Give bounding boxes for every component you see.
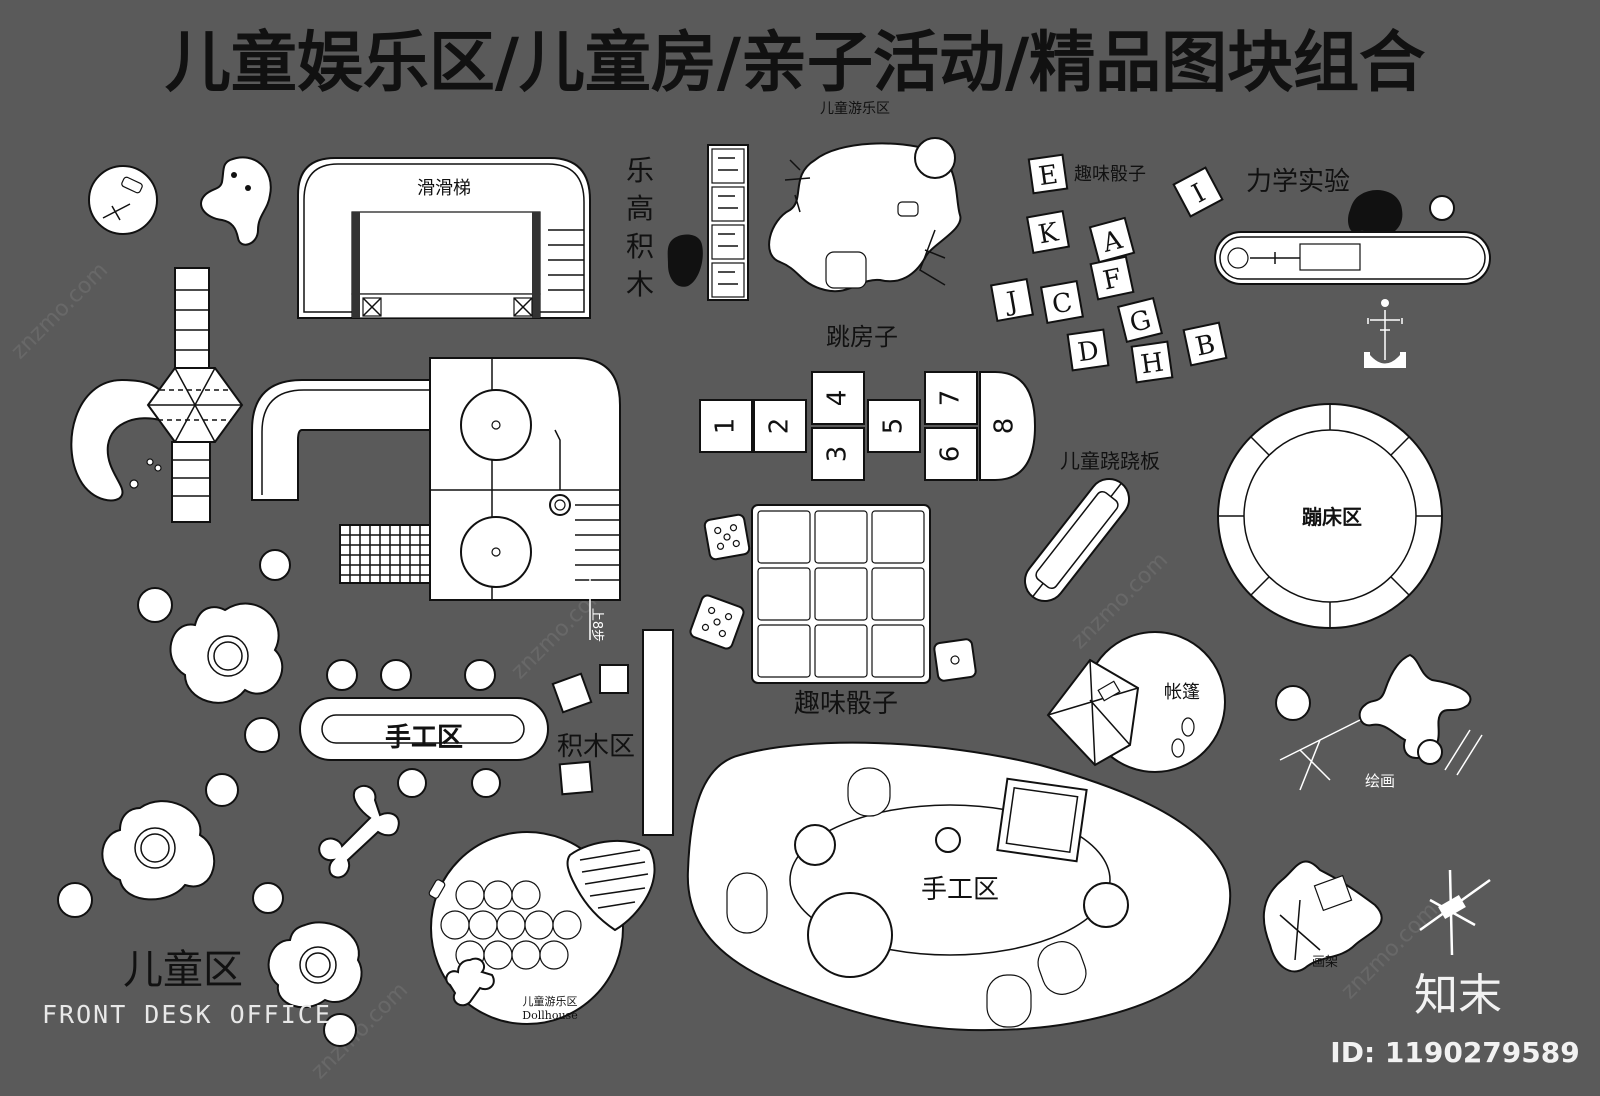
kids-zone-label: 儿童区 xyxy=(123,947,243,993)
hopscotch-number-4: 4 xyxy=(823,390,853,407)
painting-area: 绘画 xyxy=(1275,653,1483,791)
painting-label: 绘画 xyxy=(1365,772,1395,790)
blocks-area: 积木区 xyxy=(551,629,674,836)
easel: 画架 xyxy=(1262,860,1383,973)
hopscotch-number-8: 8 xyxy=(990,418,1020,435)
windmill-toy xyxy=(1419,869,1491,956)
letter-block-e: E xyxy=(1037,160,1060,192)
craft-large-label: 手工区 xyxy=(921,875,999,905)
craft-table-small: 手工区 xyxy=(299,659,549,798)
flower-table-1 xyxy=(137,549,291,753)
letter-block-h: H xyxy=(1139,348,1166,381)
dollhouse-en-label: Dollhouse xyxy=(522,1009,577,1022)
hex-tower-slide xyxy=(70,267,244,523)
bone-toy xyxy=(318,784,400,879)
fun-dice-bottom-label: 趣味骰子 xyxy=(794,689,898,719)
lego-label-3: 积 xyxy=(626,230,654,263)
lego-label-2: 高 xyxy=(626,192,654,225)
mechanics-experiment: 力学实验 xyxy=(1214,167,1491,285)
letter-block-f: F xyxy=(1100,263,1124,296)
trampoline-label: 蹦床区 xyxy=(1302,505,1362,529)
dollhouse: 儿童游乐区 Dollhouse xyxy=(428,831,656,1025)
easel-label: 画架 xyxy=(1312,955,1338,970)
stair-note: 上8步 xyxy=(589,608,604,642)
nine-grid-board: 趣味骰子 xyxy=(751,504,931,719)
tent-label: 帐篷 xyxy=(1164,682,1200,703)
trampoline: 蹦床区 xyxy=(1217,403,1443,629)
hopscotch: 跳房子 1 2 3 4 5 6 7 8 xyxy=(699,323,1037,481)
tricycle xyxy=(1364,299,1406,368)
front-desk-label: FRONT DESK OFFICE xyxy=(42,1000,332,1029)
seesaw-label: 儿童跷跷板 xyxy=(1060,449,1160,473)
image-id: ID: 1190279589 xyxy=(1330,1036,1579,1069)
watermark-text-1: znzmo.com xyxy=(7,258,113,364)
letter-block-d: D xyxy=(1076,336,1101,369)
flower-table-3 xyxy=(267,921,363,1047)
kids-zone-label-group: 儿童区 FRONT DESK OFFICE xyxy=(42,947,332,1029)
site-logo: 知末 ID: 1190279589 xyxy=(1330,970,1579,1069)
slide-label: 滑滑梯 xyxy=(417,178,471,199)
logo-text: 知末 xyxy=(1414,970,1502,1021)
page-title: 儿童娱乐区/儿童房/亲子活动/精品图块组合 xyxy=(165,24,1425,101)
hopscotch-number-6: 6 xyxy=(936,446,966,463)
letter-blocks: E 趣味骰子 I K A F J C G B D H xyxy=(989,153,1228,384)
seesaw: 儿童跷跷板 xyxy=(1023,449,1160,602)
playground-blob: 儿童游乐区 xyxy=(768,100,962,293)
toy-bunny xyxy=(200,156,272,246)
craft-area-large: 手工区 xyxy=(686,741,1232,1032)
hopscotch-number-2: 2 xyxy=(765,418,795,435)
lego-area: 乐 高 积 木 xyxy=(626,144,749,301)
craft-small-label: 手工区 xyxy=(385,723,463,753)
dollhouse-cn-label: 儿童游乐区 xyxy=(523,994,578,1008)
toy-plane-disc xyxy=(88,165,158,235)
hopscotch-number-1: 1 xyxy=(711,418,741,435)
lego-label-4: 木 xyxy=(626,268,654,301)
blocks-area-label: 积木区 xyxy=(557,732,635,762)
climbing-frame: 上8步 xyxy=(251,357,621,642)
lego-label-1: 乐 xyxy=(626,154,654,187)
hopscotch-number-7: 7 xyxy=(936,390,966,407)
tent: 帐篷 xyxy=(1046,631,1226,773)
hopscotch-label: 跳房子 xyxy=(826,323,898,351)
mechanics-label: 力学实验 xyxy=(1246,167,1350,197)
dice-set xyxy=(689,513,977,682)
playground-top-label: 儿童游乐区 xyxy=(820,100,890,117)
slide-structure: 滑滑梯 xyxy=(297,157,591,319)
fun-dice-top-label: 趣味骰子 xyxy=(1074,164,1146,185)
flower-table-2 xyxy=(57,773,284,918)
hopscotch-number-3: 3 xyxy=(823,446,853,463)
hopscotch-number-5: 5 xyxy=(879,418,909,435)
